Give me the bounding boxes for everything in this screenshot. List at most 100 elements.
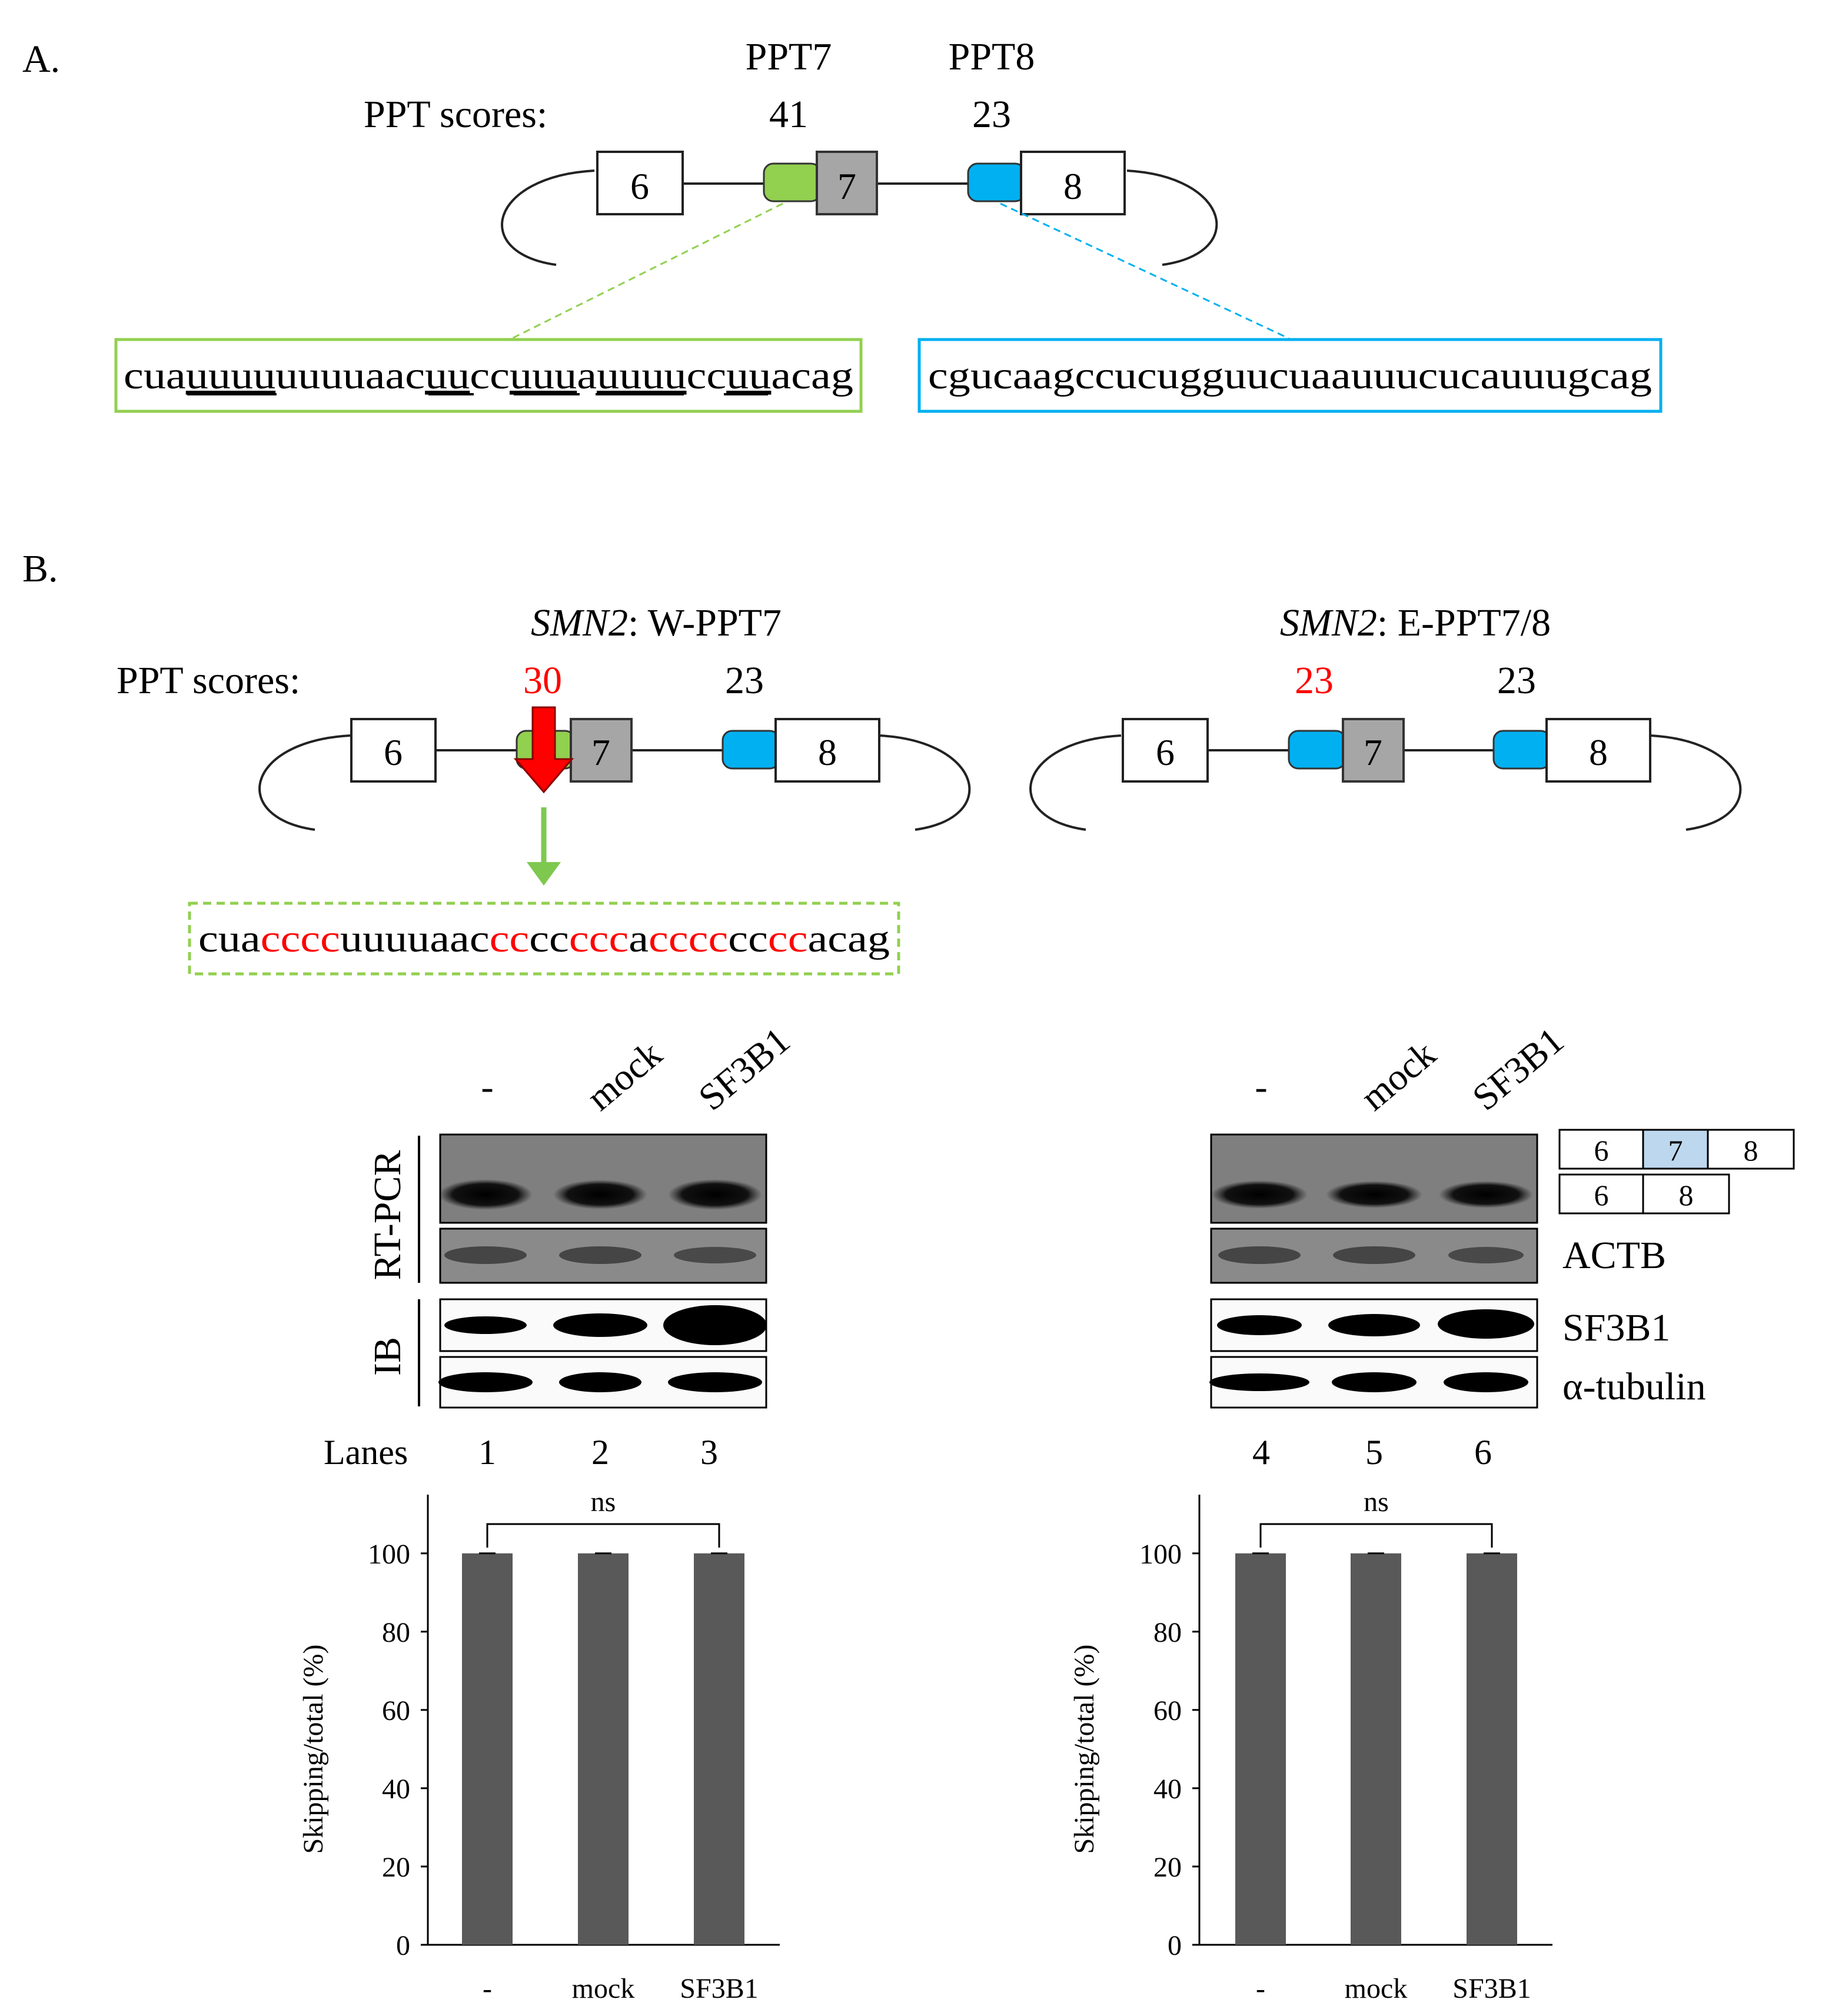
lanes-label: Lanes [324,1433,408,1472]
blot-rtpcr-products [1210,1133,1538,1224]
ppt8-name: PPT8 [949,35,1035,78]
intron-arc-right [879,734,971,831]
y-axis-label: Skipping/total (%) [298,1645,329,1854]
bar [1235,1553,1286,1945]
rt-pcr-label: RT-PCR [366,1150,409,1280]
band [559,1372,641,1392]
y-tick-label: 80 [1153,1617,1182,1648]
right-ppt8-score: 23 [1497,659,1536,702]
x-tick-label: mock [1345,1973,1408,2004]
ppt8-sequence-box [917,338,1663,413]
lane-header: mock [1352,1033,1444,1119]
blots-right [1209,1133,1538,1409]
legend-label: 7 [1668,1134,1683,1167]
ppt7-name: PPT7 [746,35,832,78]
gene-diagram-a: 6 7 8 [501,151,1289,340]
exon-8-label: 8 [1589,731,1608,773]
ppt8-box [1492,730,1551,770]
band [1448,1247,1524,1263]
y-tick-label: 60 [1153,1695,1182,1726]
y-tick-label: 0 [1168,1930,1182,1961]
mutation-arrow-icon [513,706,574,794]
band [444,1316,527,1334]
tubulin-label: α-tubulin [1562,1365,1706,1408]
band [438,1372,533,1392]
green-leader-line [511,202,783,340]
exon-7 [570,718,633,783]
lane-number: 6 [1474,1433,1492,1472]
exon-8 [1020,151,1126,215]
enhanced-ppt7-box [1288,730,1346,770]
left-construct-title: SMN2: W-PPT7 [531,601,782,644]
lane-header: - [1255,1066,1267,1107]
exon-8-label: 8 [818,731,837,773]
significance-bracket [486,1523,720,1548]
blots-left [438,1133,767,1409]
exon-7-label: 7 [1364,731,1382,773]
legend-exon-8 [1707,1129,1795,1170]
band [1328,1314,1420,1336]
y-tick-label: 0 [396,1930,410,1961]
ppt8-sequence: cgucaagccucugguucuaauuucucauuugcag [928,354,1652,397]
left-ppt8-score: 23 [725,659,764,702]
band [1326,1181,1422,1208]
y-tick-label: 80 [382,1617,410,1648]
x-tick-label: SF3B1 [680,1973,758,2004]
band [1211,1180,1308,1209]
band [674,1247,756,1263]
intron-arc-left [1029,734,1122,831]
legend-exon-8 [1642,1173,1730,1215]
x-tick-label: - [483,1973,492,2004]
ppt7-score: 41 [769,93,808,136]
y-tick-label: 100 [368,1539,410,1570]
legend-exon-6 [1558,1173,1644,1215]
band [1439,1181,1533,1208]
legend-label: 6 [1594,1134,1609,1167]
y-tick-label: 40 [382,1774,410,1805]
intron-arc-left [501,169,595,266]
exon-6-label: 6 [630,165,649,207]
bar [694,1553,744,1945]
band [553,1313,647,1337]
bar [1467,1553,1517,1945]
exon-6 [1122,718,1209,783]
y-tick-label: 20 [1153,1852,1182,1883]
x-tick-label: - [1256,1973,1265,2004]
ppt-scores-label-b: PPT scores: [117,659,300,702]
ppt-scores-label: PPT scores: [364,93,547,136]
y-tick-label: 100 [1139,1539,1182,1570]
exon-7 [1342,718,1405,783]
exon-7-label: 7 [591,731,610,773]
mutant-sequence-box [188,901,900,976]
y-axis-label: Skipping/total (%) [1069,1645,1100,1854]
band [1332,1372,1417,1392]
legend-label: 6 [1594,1179,1609,1212]
exon-7-label: 7 [837,165,856,207]
panel-a-label: A. [22,38,60,81]
panel-b: B. SMN2: W-PPT7 PPT scores: 30 23 6 7 8 … [22,547,1795,1472]
band [663,1305,767,1345]
lane-number: 5 [1365,1433,1383,1472]
ppt8-box [722,730,780,770]
bar [578,1553,629,1945]
lane-header: - [481,1066,493,1107]
significance-label: ns [1364,1486,1389,1518]
band [1209,1373,1309,1391]
band [668,1179,762,1210]
green-arrow-down-icon [527,862,561,886]
ppt8-score: 23 [972,93,1011,136]
lane-number: 2 [591,1433,609,1472]
bar [462,1553,513,1945]
exon-8 [1545,718,1651,783]
exon-6 [350,718,437,783]
band [553,1180,647,1209]
y-tick-label: 20 [382,1852,410,1883]
band [1444,1372,1528,1392]
exon-7 [816,151,878,215]
y-tick-label: 60 [382,1695,410,1726]
lane-number: 4 [1252,1433,1270,1472]
